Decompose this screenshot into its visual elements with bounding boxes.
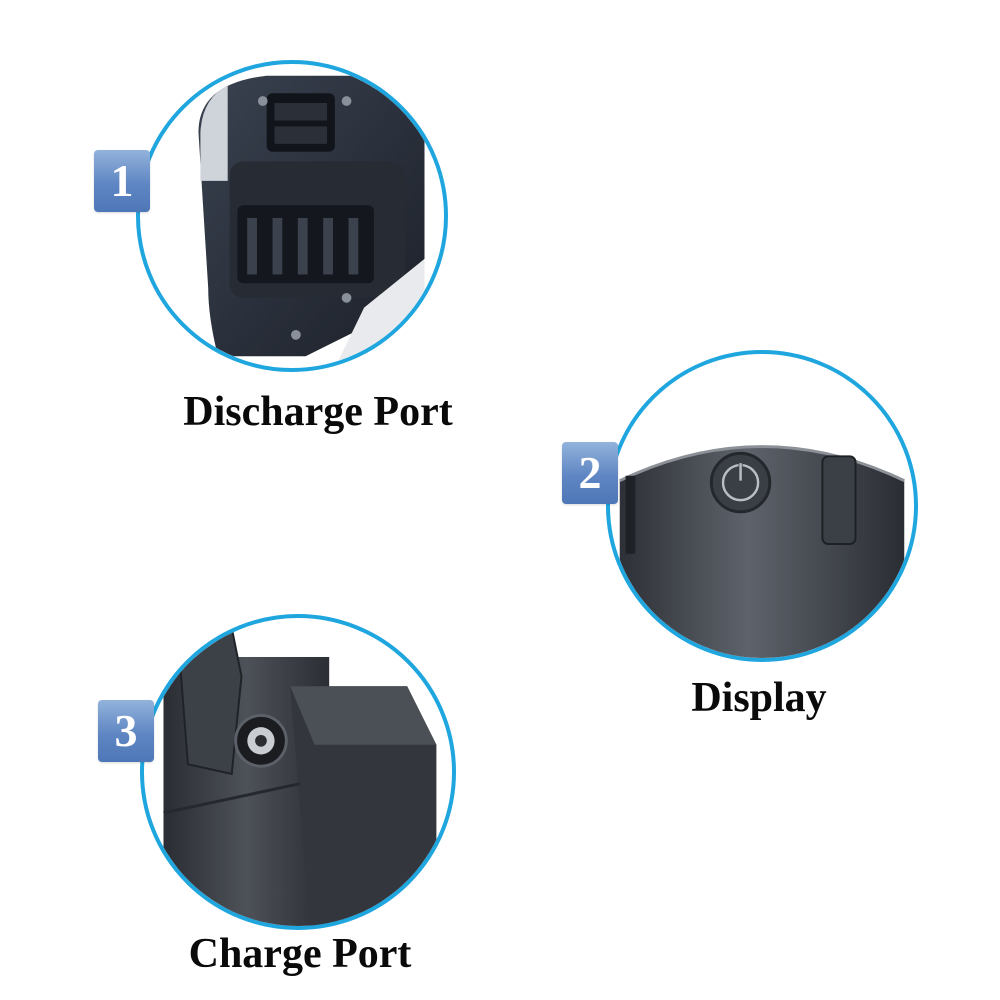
display-circle <box>606 350 918 662</box>
caption-charge-port: Charge Port <box>188 931 412 977</box>
discharge-port-photo-icon <box>198 75 425 368</box>
step-number-badge-3: 3 <box>98 700 154 762</box>
step-number-badge-2: 2 <box>562 442 618 504</box>
discharge-port-circle <box>136 60 448 372</box>
step-number-badge-1: 1 <box>94 150 150 212</box>
caption-discharge-port: Discharge Port <box>183 389 453 435</box>
display-power-button-photo-icon <box>619 445 905 658</box>
charge-port-photo-icon <box>163 626 437 926</box>
charge-port-circle <box>140 614 456 930</box>
caption-display: Display <box>691 675 827 721</box>
